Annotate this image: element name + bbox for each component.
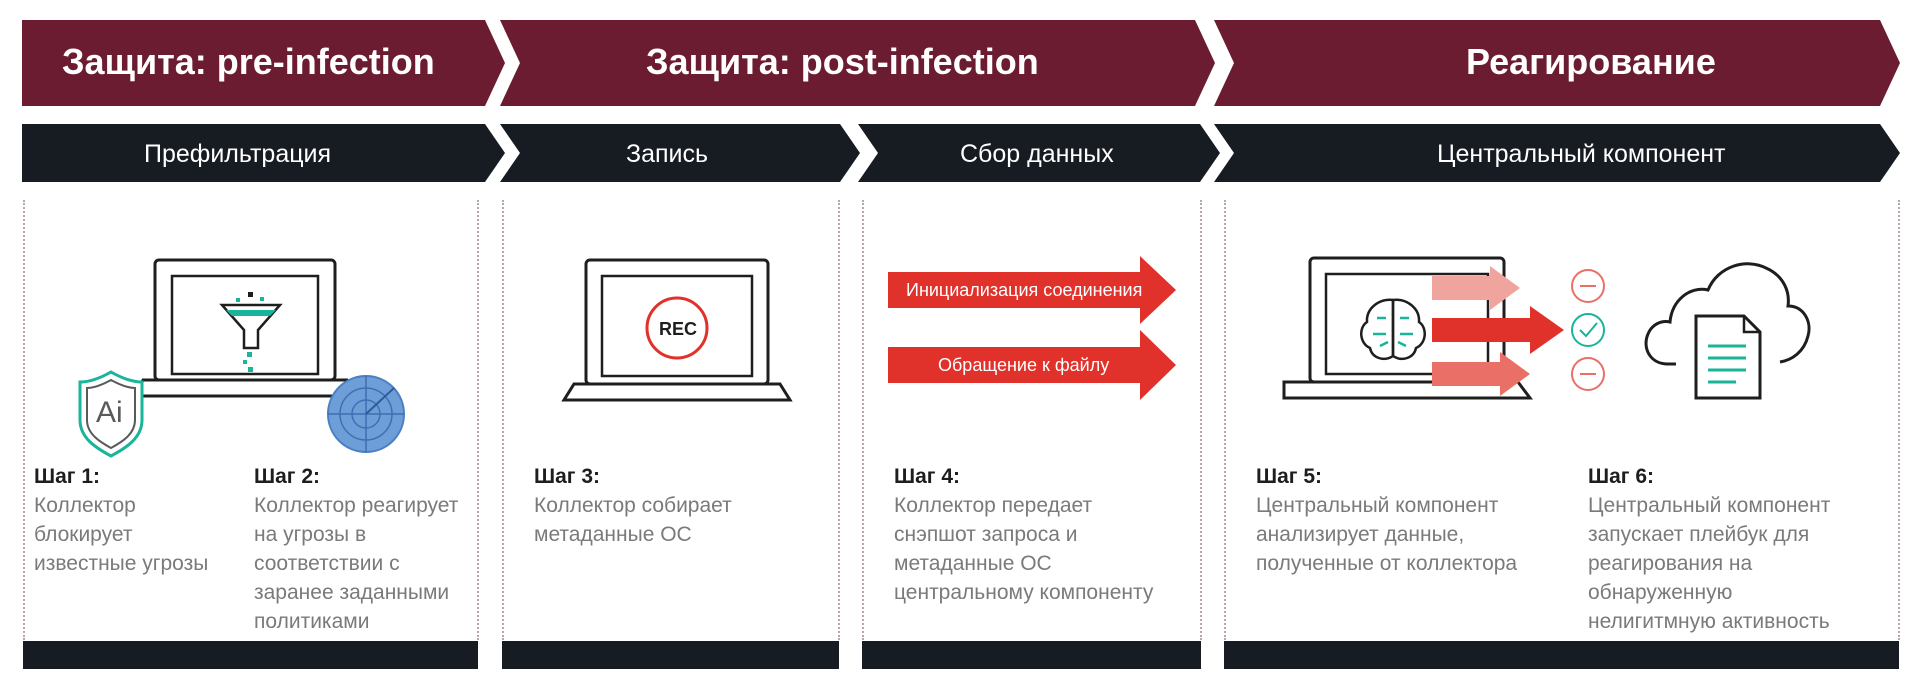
rec-circle-icon [645,296,709,360]
stage-label-collect: Сбор данных [960,140,1114,168]
footer-bar [862,641,1201,669]
step-title: Шаг 4: [894,465,961,488]
stage-label-prefilter: Префильтрация [144,140,332,168]
rec-label: REC [659,319,698,339]
stage-label-record: Запись [626,140,709,168]
arrow-out-top [1432,266,1520,310]
phase-label-response: Реагирование [1466,41,1716,82]
phase-label-pre-infection: Защита: pre-infection [62,41,435,82]
stage-arrow-prefilter [22,124,505,182]
step-1: Шаг 1: Коллектор блокирует известные угр… [34,462,208,578]
laptop-rec-icon [561,258,793,402]
step-text: Коллектор собирает метаданные ОС [534,494,732,546]
funnel-icon [219,292,283,372]
step-title: Шаг 2: [254,465,321,488]
arrow-out-bottom [1432,352,1530,396]
column-divider [838,200,840,640]
stage-arrow-central [1214,124,1900,182]
ai-shield-label: Ai [96,396,123,429]
step-3: Шаг 3: Коллектор собирает метаданные ОС [534,462,732,549]
check-circle-icon [1571,313,1605,347]
arrow-file-access-label: Обращение к файлу [938,355,1110,375]
step-6: Шаг 6: Центральный компонент запускает п… [1588,462,1830,636]
stage-arrow-record [500,124,860,182]
column-divider [477,200,479,640]
column-divider [862,200,864,640]
step-title: Шаг 6: [1588,465,1655,488]
footer-bar [502,641,839,669]
column-divider [1224,200,1226,640]
step-text: Коллектор передает снэпшот запроса и мет… [894,494,1154,604]
arrow-init-connection-label: Инициализация соединения [906,280,1143,300]
footer-bar [1224,641,1899,669]
step-title: Шаг 3: [534,465,601,488]
column-divider [23,200,25,640]
phase-arrow-pre-infection [22,20,505,106]
arrow-out-middle [1432,306,1564,354]
laptop-funnel-icon [132,258,358,398]
radar-icon [327,375,405,453]
step-text: Коллектор блокирует известные угрозы [34,494,209,575]
footer-bar [23,641,478,669]
column-divider [1898,200,1900,640]
step-4: Шаг 4: Коллектор передает снэпшот запрос… [894,462,1153,607]
step-2: Шаг 2: Коллектор реагирует на угрозы в с… [254,462,458,636]
minus-circle-icon [1571,357,1605,391]
column-divider [502,200,504,640]
cloud-document-icon [1644,262,1811,400]
brain-icon [1360,298,1426,360]
arrow-file-access [888,330,1176,400]
stage-label-central: Центральный компонент [1437,140,1726,168]
step-text: Центральный компонент анализирует данные… [1256,494,1518,575]
arrow-init-connection [888,256,1176,324]
column-divider [1200,200,1202,640]
step-title: Шаг 5: [1256,465,1323,488]
phase-arrow-response [1214,20,1900,106]
ai-shield-icon [78,370,144,458]
step-text: Центральный компонент запускает плейбук … [1588,494,1831,633]
step-text: Коллектор реагирует на угрозы в соответс… [254,494,459,633]
status-circles [1571,269,1605,391]
minus-circle-icon [1571,269,1605,303]
step-5: Шаг 5: Центральный компонент анализирует… [1256,462,1517,578]
phase-arrow-post-infection [500,20,1215,106]
step-title: Шаг 1: [34,465,101,488]
phase-label-post-infection: Защита: post-infection [646,41,1039,82]
stage-arrow-collect [858,124,1220,182]
